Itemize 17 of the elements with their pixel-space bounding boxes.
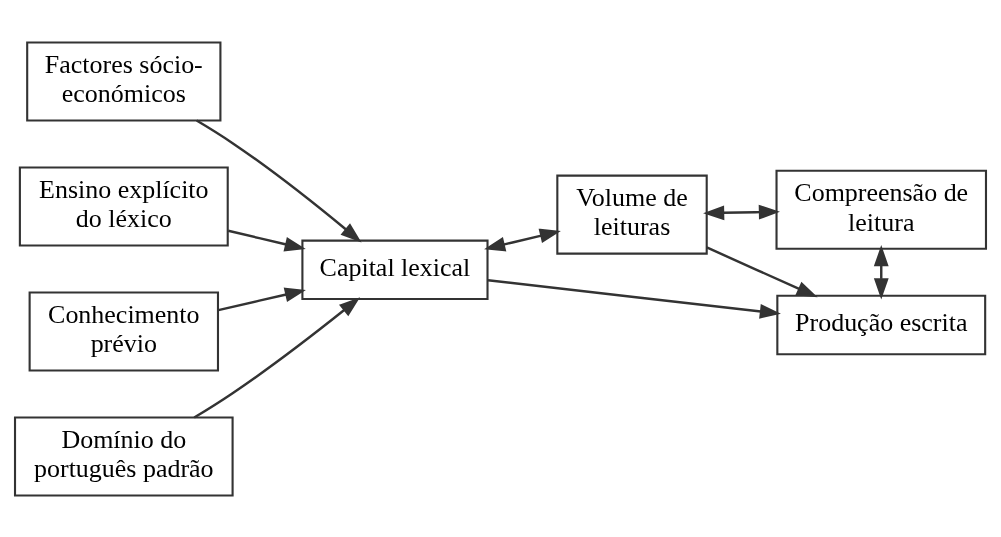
arrow: [484, 228, 561, 251]
node-box: Factores sócio-económicos: [26, 40, 222, 121]
arrow: [703, 204, 780, 220]
node-box: Ensino explícito do léxico: [18, 165, 229, 246]
node-box: Compreensão de leitura: [775, 169, 988, 250]
node-box: Capital lexical: [301, 239, 489, 300]
node-box: Produção escrita: [776, 294, 987, 355]
arrow: [227, 229, 306, 251]
arrow: [218, 286, 306, 311]
arrow: [196, 119, 362, 242]
node-box: Conhecimento prévio: [28, 291, 220, 372]
node-box: Domínio do português padrão: [13, 416, 234, 497]
arrow: [706, 245, 818, 297]
arrow: [487, 278, 781, 319]
arrow: [873, 244, 889, 299]
arrow: [193, 296, 361, 419]
node-box: Volume de leituras: [556, 174, 708, 255]
